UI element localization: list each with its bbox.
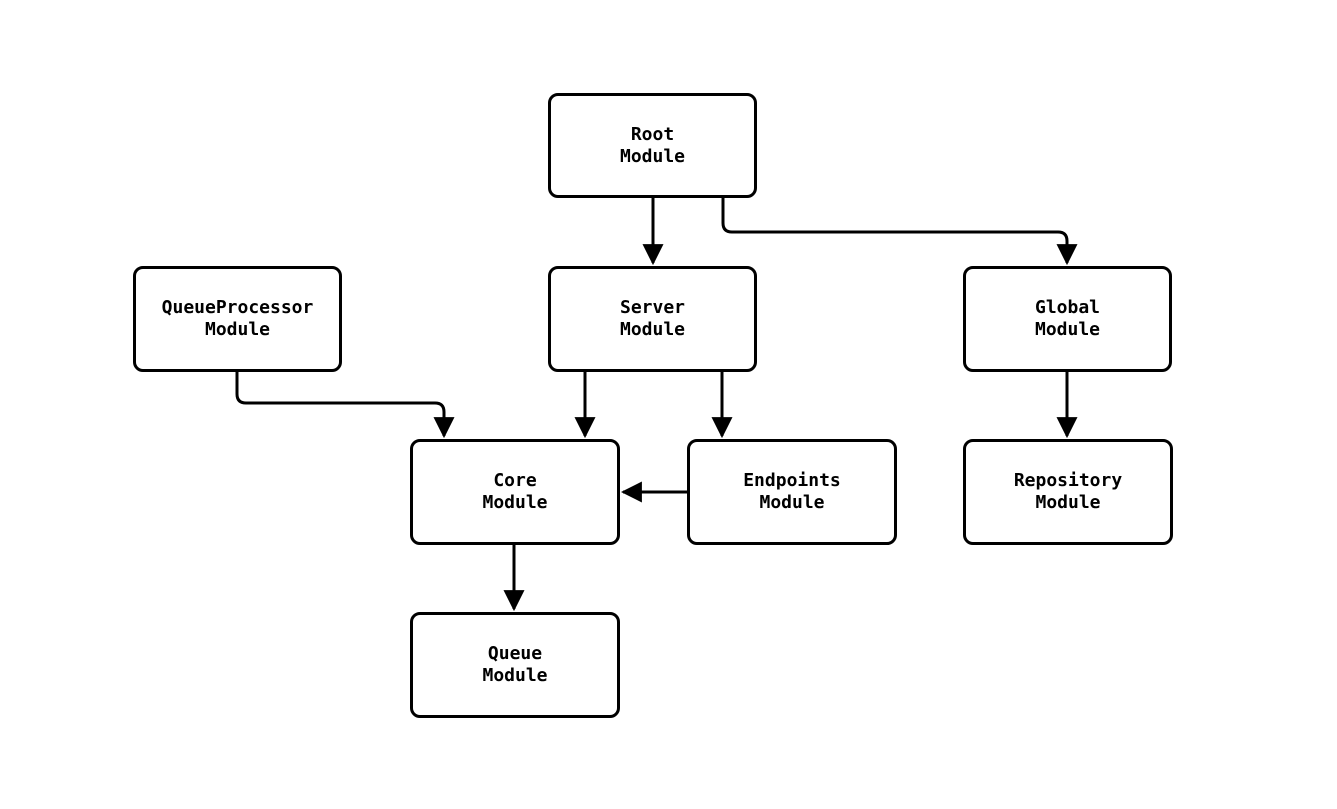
node-label-root: Root bbox=[630, 123, 675, 145]
node-label-global: Module bbox=[1034, 319, 1101, 340]
node-label-core: Module bbox=[482, 492, 548, 513]
edge-root-to-global bbox=[721, 198, 1078, 266]
node-label-server: Module bbox=[619, 319, 686, 340]
node-label-root: Module bbox=[619, 145, 686, 167]
edge-group bbox=[235, 198, 1078, 612]
node-label-repository: Module bbox=[1035, 492, 1101, 513]
node-label-core: Core bbox=[493, 470, 537, 491]
node-label-server: Server bbox=[619, 297, 686, 318]
node-label-queue: Queue bbox=[487, 643, 543, 664]
node-label-queue: Module bbox=[482, 665, 548, 686]
node-label-endpoints: Module bbox=[759, 492, 825, 513]
edge-queueprocessor-to-core bbox=[235, 372, 455, 439]
node-label-repository: Repository bbox=[1013, 470, 1123, 491]
node-label-endpoints: Endpoints bbox=[743, 470, 841, 491]
node-label-global: Global bbox=[1034, 297, 1101, 318]
node-label-queueprocessor: Module bbox=[204, 319, 271, 340]
node-label-queueprocessor: QueueProcessor bbox=[161, 297, 314, 318]
